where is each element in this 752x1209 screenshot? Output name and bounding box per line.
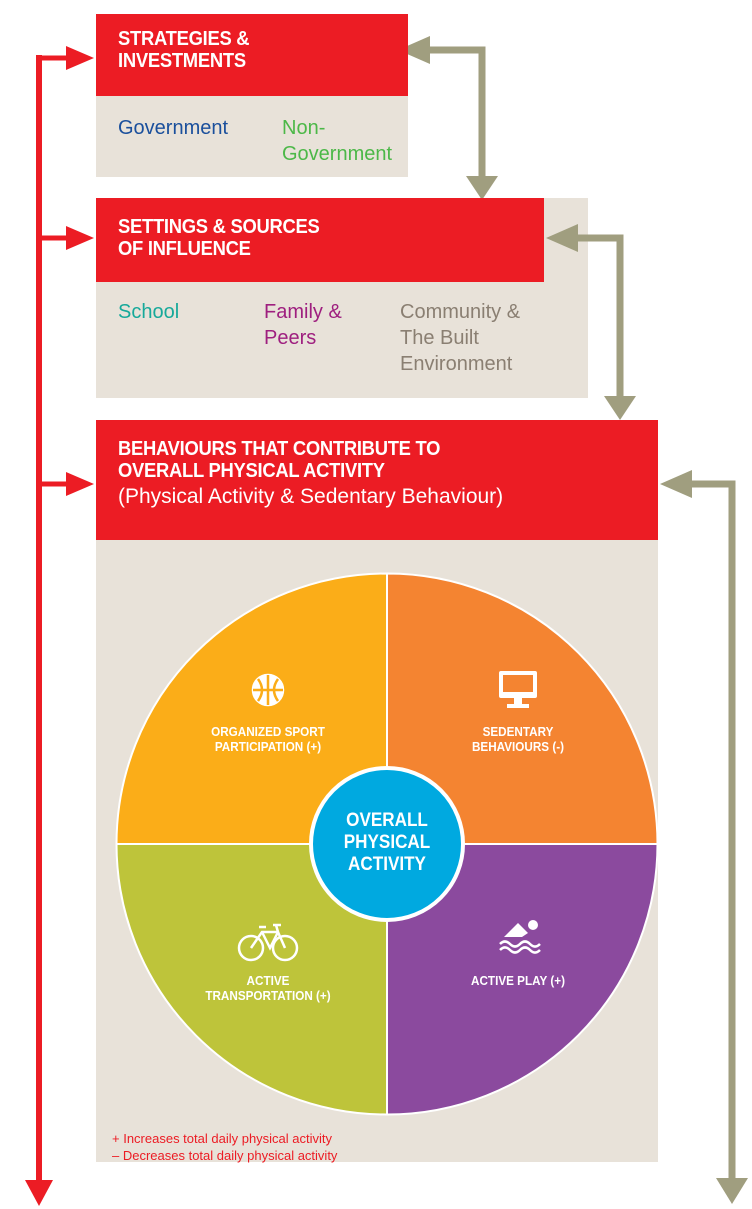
grey-arrow-2 bbox=[546, 224, 636, 420]
family-peers-label: Family & Peers bbox=[264, 301, 342, 349]
quadrant-sport bbox=[115, 572, 388, 845]
left-red-arrow bbox=[25, 46, 94, 1206]
sedentary-label: SEDENTARY BEHAVIOURS (-) bbox=[471, 724, 565, 754]
behaviours-title: BEHAVIOURS THAT CONTRIBUTE TO OVERALL PH… bbox=[118, 438, 441, 482]
behaviours-header: BEHAVIOURS THAT CONTRIBUTE TO OVERALL PH… bbox=[96, 420, 658, 540]
transport-label: ACTIVE TRANSPORTATION (+) bbox=[205, 973, 331, 1003]
sport-label: ORGANIZED SPORT PARTICIPATION (+) bbox=[211, 724, 325, 754]
center-label: OVERALL PHYSICAL ACTIVITY bbox=[343, 810, 431, 875]
bicycle-icon bbox=[237, 923, 299, 962]
monitor-icon bbox=[499, 671, 537, 708]
government-label: Government bbox=[118, 117, 229, 139]
center-circle bbox=[309, 766, 465, 922]
strategies-title: STRATEGIES & INVESTMENTS bbox=[118, 28, 250, 72]
legend-increase: + Increases total daily physical activit… bbox=[112, 1131, 333, 1146]
swimmer-icon bbox=[499, 920, 541, 954]
community-label: Community & The Built Environment bbox=[400, 301, 521, 375]
grey-arrow-3 bbox=[660, 470, 748, 1204]
grey-arrow-1 bbox=[398, 36, 498, 200]
quadrant-sedentary bbox=[386, 572, 659, 845]
settings-header: SETTINGS & SOURCES OF INFLUENCE bbox=[96, 198, 544, 282]
play-label: ACTIVE PLAY (+) bbox=[471, 973, 565, 988]
basketball-icon bbox=[251, 673, 285, 707]
school-label: School bbox=[118, 301, 180, 323]
quadrant-play bbox=[386, 843, 659, 1116]
quadrant-transport bbox=[115, 843, 388, 1116]
settings-title: SETTINGS & SOURCES OF INFLUENCE bbox=[118, 216, 320, 260]
activity-circle bbox=[115, 572, 659, 1116]
non-government-label: Non- Government bbox=[282, 117, 393, 165]
legend-decrease: – Decreases total daily physical activit… bbox=[112, 1148, 338, 1163]
behaviours-subtitle: (Physical Activity & Sedentary Behaviour… bbox=[118, 485, 504, 508]
strategies-header: STRATEGIES & INVESTMENTS bbox=[96, 14, 408, 96]
